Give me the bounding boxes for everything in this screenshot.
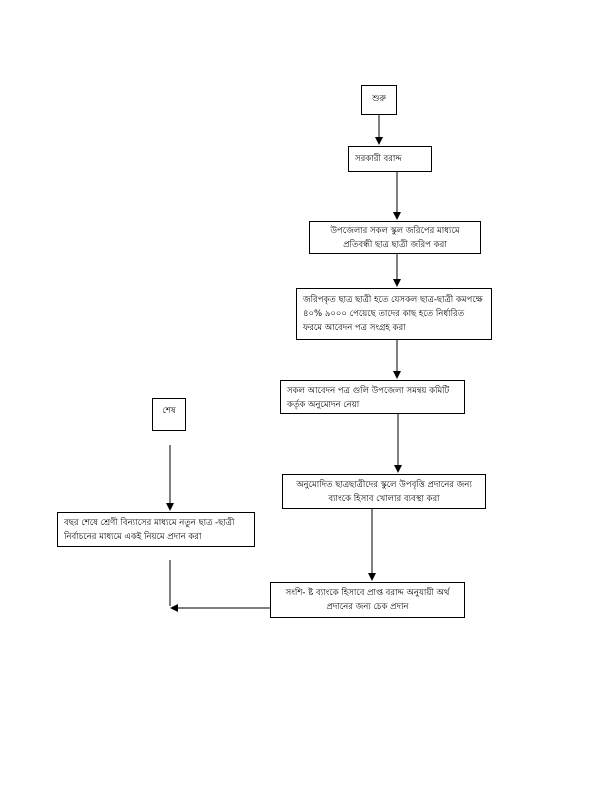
node-committee-approval: সকল আবেদন পত্র গুলি উপজেলা সমন্বয় কমিটি… <box>280 380 465 414</box>
node-government-allocation: সরকারী বরাদ্দ <box>348 146 432 172</box>
node-collect-applications: জরিপকৃত ছাত্র ছাত্রী হতে যেসকল ছাত্র-ছাত… <box>296 288 492 340</box>
node-start: শুরু <box>361 85 397 115</box>
node-open-bank-accounts: অনুমোদিত ছাত্রছাত্রীদের স্কুলে উপবৃত্তি … <box>282 474 486 509</box>
node-survey-students: উপজেলার সকল স্কুল জরিপের মাধ্যমে প্রতিবন… <box>309 221 481 254</box>
node-year-end-selection: বছর শেষে শ্রেণী বিন্যাসের মাধ্যমে নতুন ছ… <box>57 512 255 547</box>
node-cheque-payment: সংশি- ষ্ট ব্যাংকে হিসাবে প্রাপ্ত বরাদ্দ … <box>270 582 465 618</box>
node-end: শেষ <box>152 398 186 431</box>
